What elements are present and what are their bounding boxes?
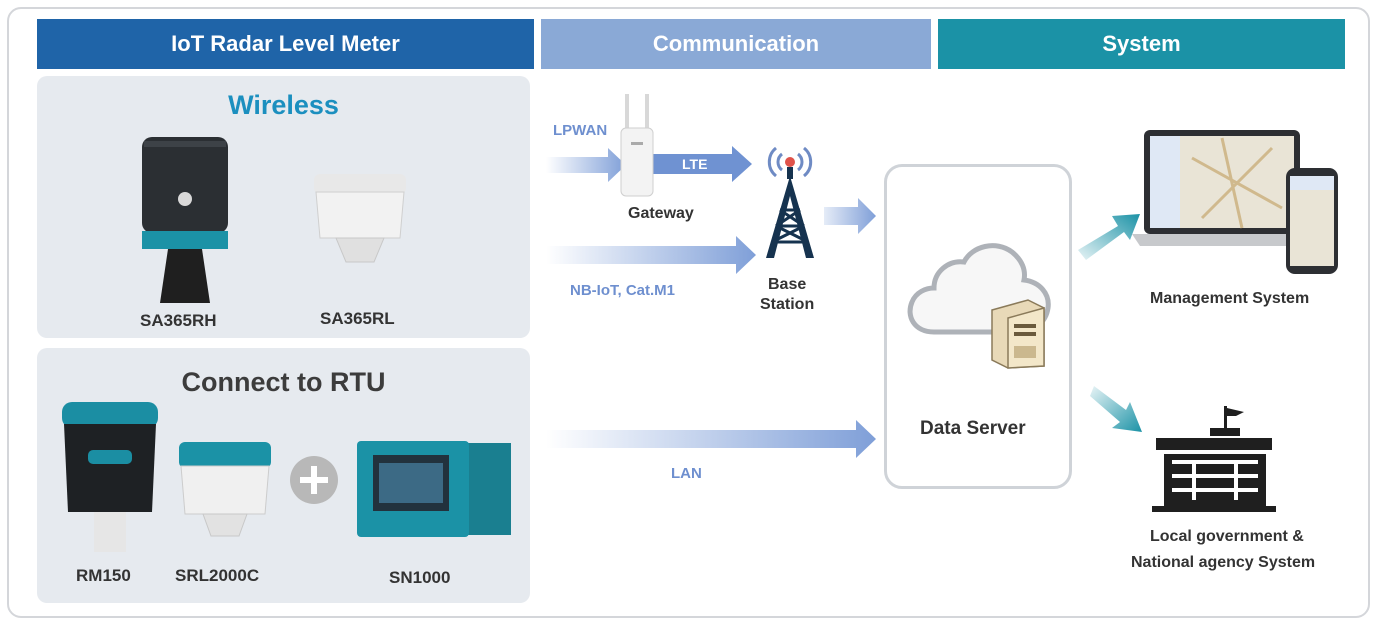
label-lpwan: LPWAN: [553, 122, 608, 139]
wireless-title: Wireless: [228, 90, 339, 120]
arrow-basestation-server: [824, 198, 876, 234]
sn1000-device: [357, 441, 511, 537]
rm150-device: [62, 402, 158, 552]
phone-icon: [1286, 168, 1338, 274]
plus-icon: [290, 456, 338, 504]
label-rm150: RM150: [76, 566, 131, 585]
label-station: Station: [760, 296, 815, 313]
server-icon: [991, 299, 1045, 369]
header-iot-radar-level-meter: IoT Radar Level Meter: [37, 19, 534, 69]
label-local-government: Local government &: [1150, 528, 1304, 545]
label-national-agency: National agency System: [1131, 554, 1316, 571]
diagram-frame: [7, 7, 1370, 618]
government-building-icon: [1152, 406, 1276, 512]
arrow-lpwan: [546, 148, 626, 182]
label-gateway: Gateway: [628, 205, 694, 222]
rtu-title: Connect to RTU: [181, 367, 386, 397]
label-srl2000c: SRL2000C: [175, 566, 260, 585]
header-system: System: [938, 19, 1345, 69]
arrow-lan: [546, 420, 876, 458]
header-communication: Communication: [541, 19, 931, 69]
arrow-to-government: [1090, 386, 1142, 432]
label-lan: LAN: [671, 465, 702, 482]
label-data-server: Data Server: [920, 418, 1026, 439]
srl2000c-device: [179, 442, 271, 537]
wireless-panel: [37, 76, 530, 338]
label-lte: LTE: [682, 156, 708, 172]
label-base: Base: [768, 276, 807, 293]
arrow-to-management: [1078, 214, 1140, 260]
arrow-lte: [648, 146, 752, 182]
label-sn1000: SN1000: [389, 568, 451, 587]
laptop-icon: [1132, 130, 1312, 246]
gateway-icon: [620, 94, 654, 197]
base-station-tower-icon: [766, 146, 814, 258]
label-sa365rl: SA365RL: [320, 309, 395, 328]
label-sa365rh: SA365RH: [140, 311, 217, 330]
sa365rh-device: [142, 137, 228, 303]
arrow-nbiot: [546, 236, 756, 274]
sa365rl-device: [314, 174, 406, 263]
label-management-system: Management System: [1150, 290, 1310, 307]
label-nbiot: NB-IoT, Cat.M1: [570, 282, 675, 299]
